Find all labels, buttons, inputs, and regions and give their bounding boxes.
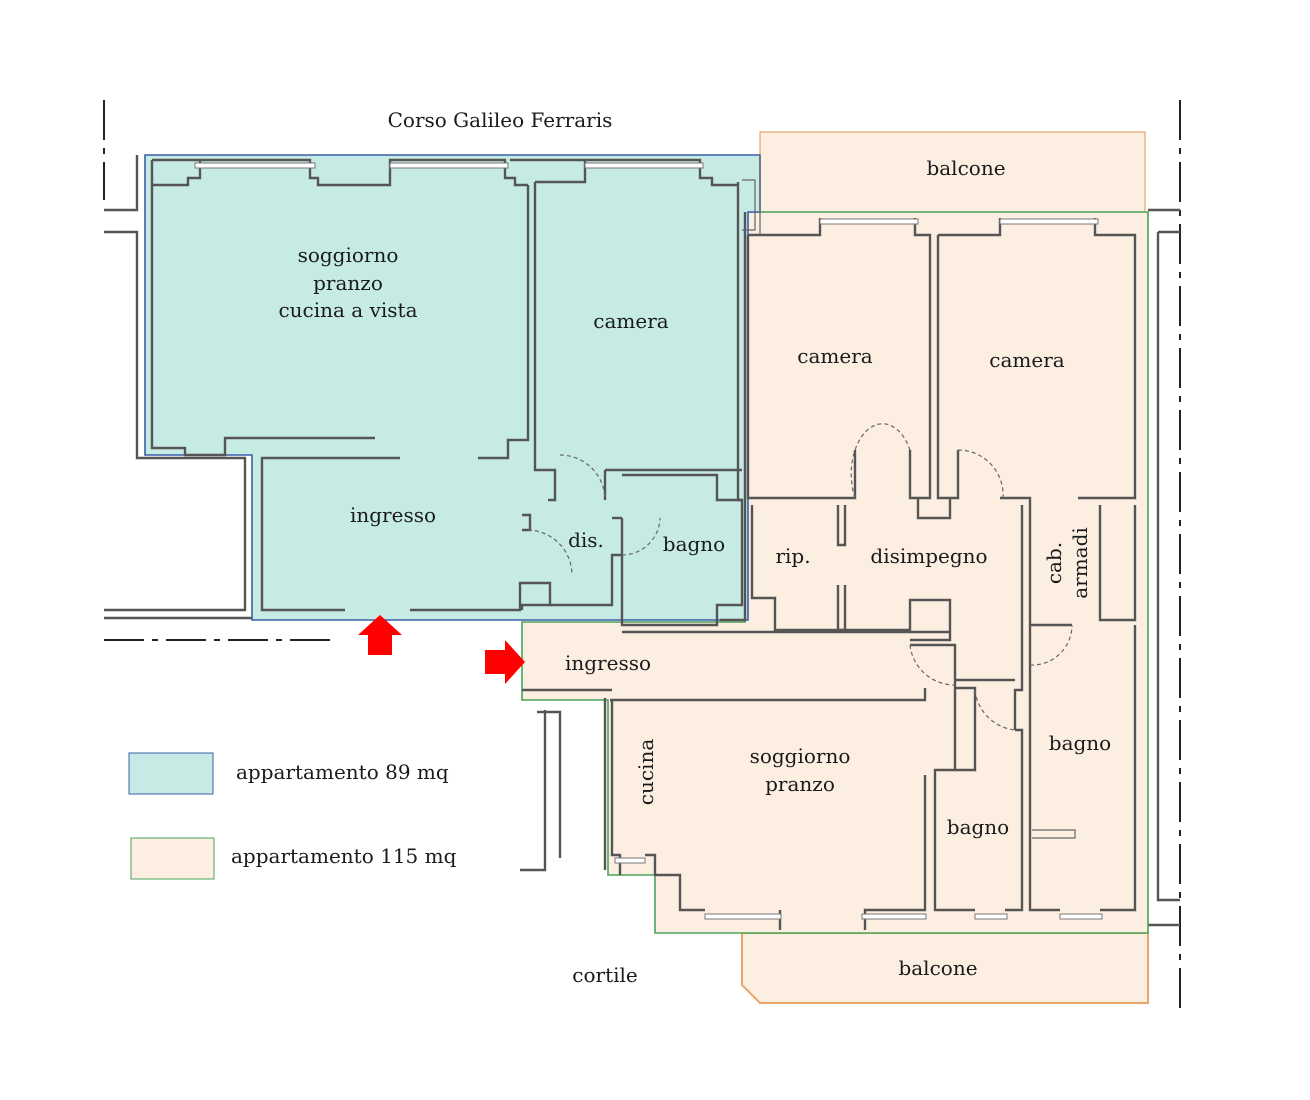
apartment-115-walls: [522, 218, 1137, 930]
legend-swatch-apartment-115: [130, 837, 215, 880]
room-label-balcony-south: balcone: [898, 956, 977, 980]
building-context-lines: [103, 100, 1181, 1015]
room-label-living-115-line2: pranzo: [765, 772, 835, 796]
room-label-entrance-89: ingresso: [350, 503, 436, 527]
legend: appartamento 89 mq appartamento 115 mq: [128, 752, 457, 880]
room-label-wardrobe-line2: armadi: [1068, 527, 1092, 599]
room-label-bathroom-115-1: bagno: [947, 815, 1009, 839]
room-label-hallway: disimpegno: [870, 544, 987, 568]
apartment-89-walls: [150, 155, 761, 627]
room-label-bedroom-115-2: camera: [989, 348, 1064, 372]
windows: [194, 162, 1103, 920]
room-label-living-115-line1: soggiorno: [750, 744, 851, 768]
room-label-hall-89: dis.: [568, 528, 604, 552]
legend-label-apartment-89: appartamento 89 mq: [236, 760, 449, 784]
room-label-living-89-line3: cucina a vista: [278, 298, 417, 322]
courtyard-label: cortile: [572, 963, 637, 987]
street-label: Corso Galileo Ferraris: [388, 108, 613, 132]
legend-label-apartment-115: appartamento 115 mq: [231, 844, 457, 868]
room-label-bedroom-115-1: camera: [797, 344, 872, 368]
entry-arrow-up: [358, 615, 402, 655]
room-label-bathroom-115-2: bagno: [1049, 731, 1111, 755]
door-swings: [527, 423, 1073, 731]
entry-arrow-right: [485, 640, 525, 684]
room-label-living-89-line1: soggiorno: [298, 243, 399, 267]
room-label-bathroom-89: bagno: [663, 532, 725, 556]
room-label-living-89-line2: pranzo: [313, 271, 383, 295]
legend-swatch-apartment-89: [128, 752, 214, 795]
room-label-kitchen-115: cucina: [634, 739, 658, 806]
room-label-bedroom-89: camera: [593, 309, 668, 333]
room-label-wardrobe-line1: cab.: [1042, 542, 1066, 584]
room-label-entrance-115: ingresso: [565, 651, 651, 675]
room-label-balcony-north: balcone: [926, 156, 1005, 180]
apartment-115-area: [521, 211, 1149, 934]
room-label-storage: rip.: [775, 544, 810, 568]
